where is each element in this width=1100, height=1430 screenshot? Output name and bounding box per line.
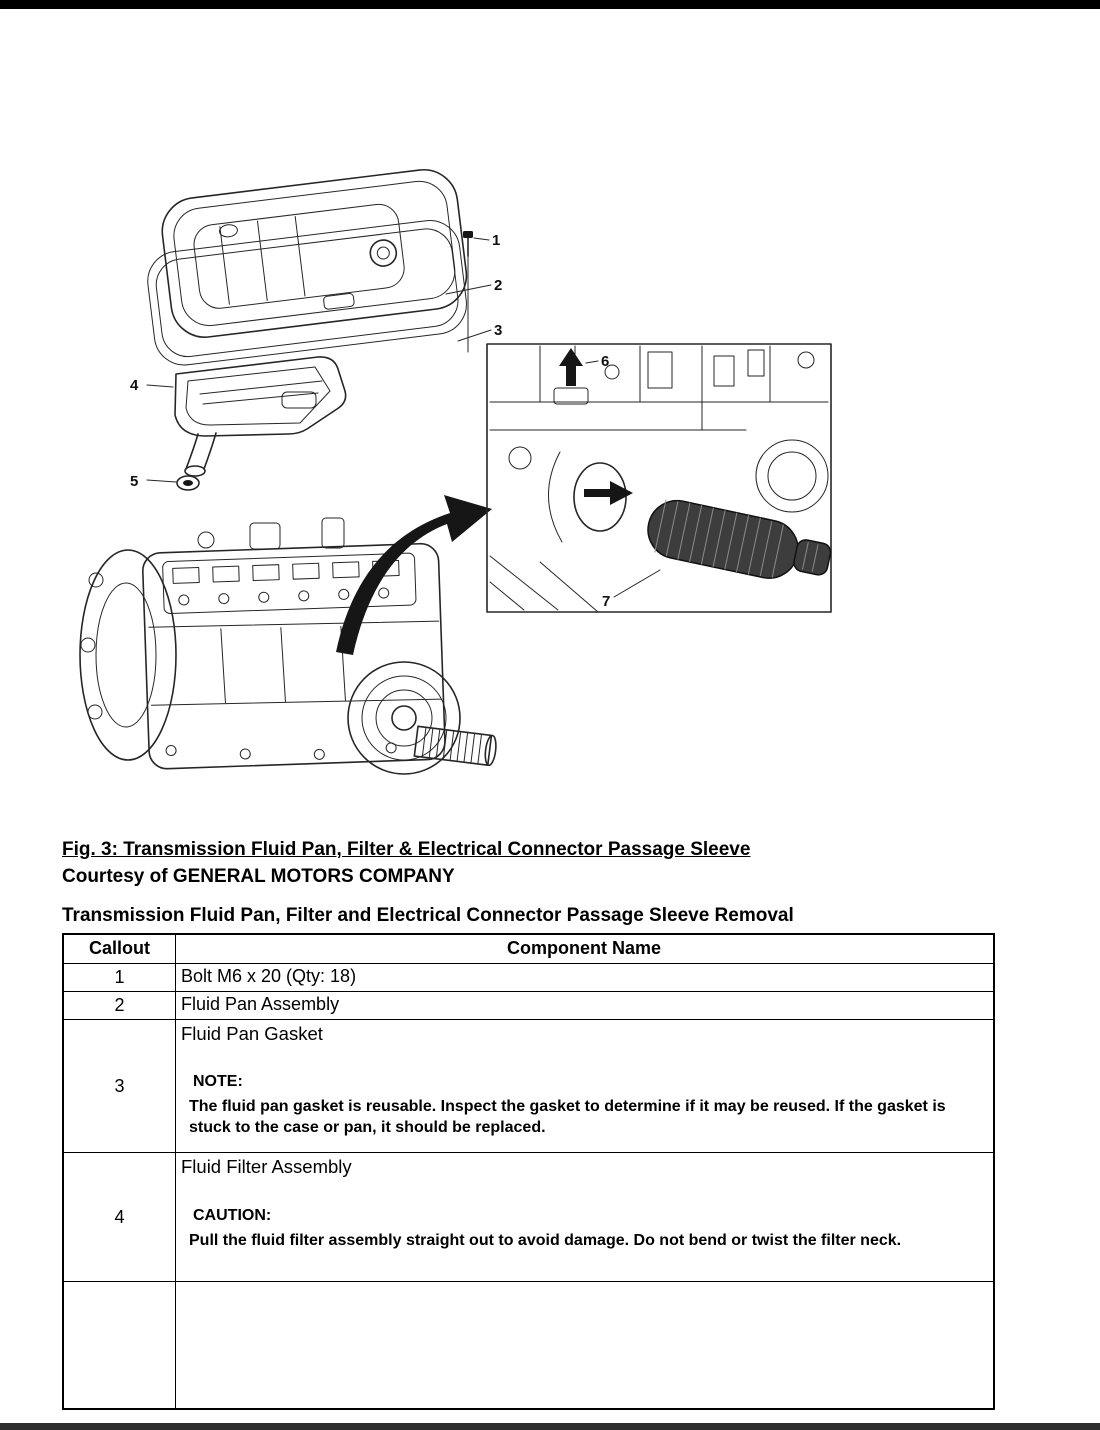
fluid-filter-drawing — [174, 356, 347, 477]
row-component-name: Bolt M6 x 20 (Qty: 18) — [181, 966, 357, 986]
table-title: Transmission Fluid Pan, Filter and Elect… — [62, 905, 794, 926]
table-row — [64, 1281, 993, 1408]
row-callout: 1 — [64, 964, 176, 991]
removal-table: Callout Component Name 1 Bolt M6 x 20 (Q… — [62, 933, 995, 1410]
callout-label-6: 6 — [601, 353, 609, 370]
leader-5 — [146, 479, 177, 483]
insert-arrow-icon — [584, 481, 633, 505]
leader-4 — [146, 384, 174, 388]
callout-label-5: 5 — [130, 473, 138, 490]
table-row: 1 Bolt M6 x 20 (Qty: 18) — [64, 963, 993, 991]
callout-label-2: 2 — [494, 277, 502, 294]
row-component-name: Fluid Filter Assembly — [181, 1156, 352, 1177]
caution-text: Pull the fluid filter assembly straight … — [189, 1232, 902, 1249]
row-callout — [64, 1282, 176, 1408]
transmission-diagram: 1 2 3 4 5 — [79, 168, 832, 775]
row-component-name: Fluid Pan Assembly — [181, 994, 340, 1014]
table-row: 2 Fluid Pan Assembly — [64, 991, 993, 1019]
caution-label: CAUTION: — [193, 1207, 272, 1224]
row-content — [176, 1282, 993, 1408]
row-content: Fluid Filter Assembly CAUTION: Pull the … — [176, 1153, 993, 1281]
figure-caption: Fig. 3: Transmission Fluid Pan, Filter &… — [62, 839, 751, 860]
note-label: NOTE: — [193, 1073, 243, 1090]
callout-label-3: 3 — [494, 322, 502, 339]
row-component-name: Fluid Pan Gasket — [181, 1023, 323, 1044]
bottom-bar — [0, 1423, 1100, 1430]
inset-pointer-arrow — [336, 495, 492, 655]
callout-label-7: 7 — [602, 593, 610, 610]
courtesy-line: Courtesy of GENERAL MOTORS COMPANY — [62, 866, 455, 887]
header-callout: Callout — [64, 935, 176, 963]
figure-captions: Fig. 3: Transmission Fluid Pan, Filter &… — [62, 836, 1002, 890]
row-callout: 2 — [64, 992, 176, 1019]
callout-label-1: 1 — [492, 232, 500, 249]
pan-callout-leaders — [445, 231, 492, 353]
filter-seal-drawing — [176, 475, 200, 491]
table-row: 4 Fluid Filter Assembly CAUTION: Pull th… — [64, 1152, 993, 1281]
table-row: 3 Fluid Pan Gasket NOTE: The fluid pan g… — [64, 1019, 993, 1152]
fluid-pan-drawing — [161, 168, 468, 338]
passage-sleeve-drawing — [647, 499, 832, 579]
table-header-row: Callout Component Name — [64, 935, 993, 963]
transmission-drawing — [79, 517, 497, 775]
row-callout: 4 — [64, 1153, 176, 1281]
inset-detail-box — [486, 343, 832, 613]
header-component-name: Component Name — [506, 938, 661, 958]
top-black-bar — [0, 0, 1100, 9]
up-arrow-icon — [559, 348, 583, 386]
row-callout: 3 — [64, 1020, 176, 1152]
callout-label-4: 4 — [130, 377, 139, 394]
note-text: The fluid pan gasket is reusable. Inspec… — [189, 1098, 946, 1136]
fluid-pan-gasket-drawing — [147, 219, 467, 366]
row-content: Fluid Pan Gasket NOTE: The fluid pan gas… — [176, 1020, 993, 1152]
output-shaft-drawing — [413, 725, 497, 767]
